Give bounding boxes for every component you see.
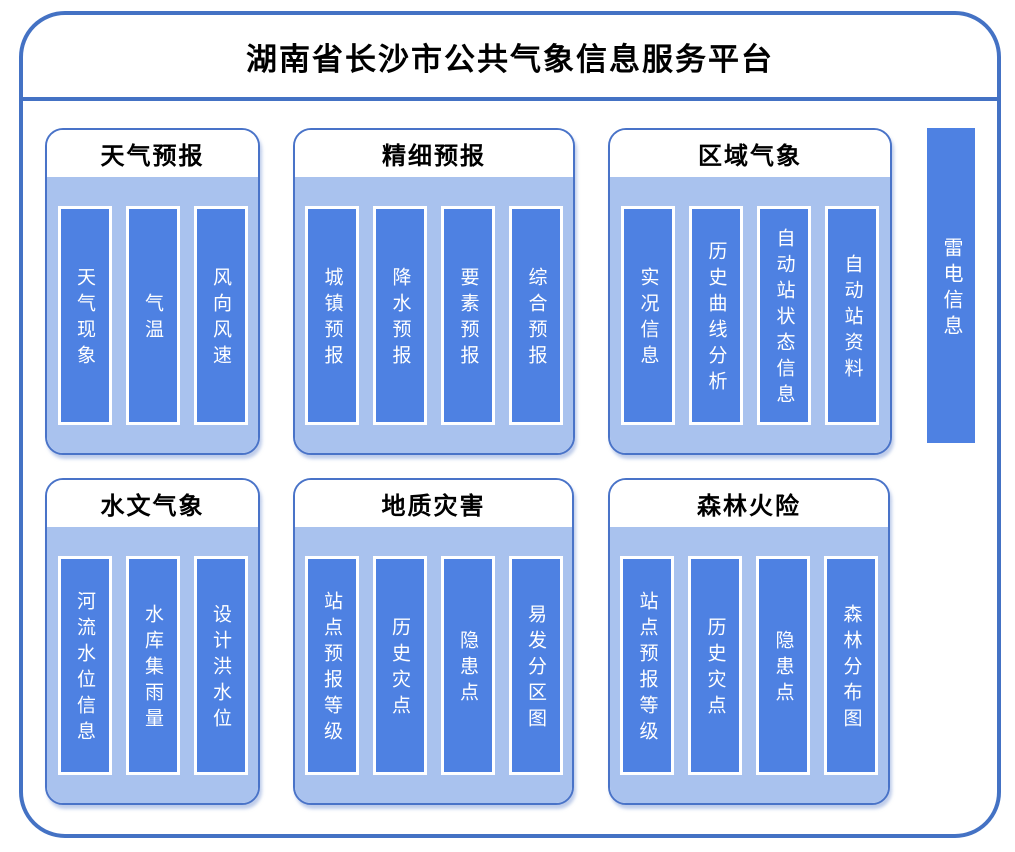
item-bar: 水库集雨量 xyxy=(125,555,180,775)
item-bar-label: 易发分区图 xyxy=(525,603,546,734)
item-bar-label: 综合预报 xyxy=(525,266,547,371)
item-bar: 气温 xyxy=(125,205,180,425)
item-bar: 历史灾点 xyxy=(688,555,742,775)
item-bar: 要素预报 xyxy=(441,205,495,425)
group-title: 水文气象 xyxy=(47,480,258,527)
group-body: 天气现象 气温 风向风速 xyxy=(47,177,258,453)
item-bar: 历史灾点 xyxy=(372,555,427,775)
item-bar-label: 森林分布图 xyxy=(840,603,862,734)
item-bar: 降水预报 xyxy=(373,205,427,425)
item-bar: 隐患点 xyxy=(756,555,810,775)
item-bar-label: 实况信息 xyxy=(637,266,659,371)
group-title: 地质灾害 xyxy=(295,480,572,527)
group-body: 站点预报等级 历史灾点 隐患点 易发分区图 xyxy=(295,527,572,803)
item-bar-label: 站点预报等级 xyxy=(321,590,342,747)
page-title: 湖南省长沙市公共气象信息服务平台 xyxy=(246,41,774,77)
item-bar-label: 隐患点 xyxy=(457,629,478,708)
lightning-info-label: 雷电信息 xyxy=(940,236,962,341)
item-bar: 自动站资料 xyxy=(825,205,879,425)
group-body: 城镇预报 降水预报 要素预报 综合预报 xyxy=(295,177,573,453)
item-bar-label: 降水预报 xyxy=(389,266,411,371)
item-bar: 综合预报 xyxy=(509,205,563,425)
group-fine-forecast: 精细预报 城镇预报 降水预报 要素预报 综合预报 xyxy=(293,128,575,455)
item-bar: 站点预报等级 xyxy=(620,555,674,775)
item-bar-label: 天气现象 xyxy=(74,266,95,371)
group-title: 天气预报 xyxy=(47,130,258,177)
item-bar: 城镇预报 xyxy=(305,205,359,425)
item-bar: 易发分区图 xyxy=(508,555,563,775)
item-bar-label: 历史灾点 xyxy=(389,616,410,721)
group-hydro-meteorology: 水文气象 河流水位信息 水库集雨量 设计洪水位 xyxy=(45,478,260,805)
group-geological-disaster: 地质灾害 站点预报等级 历史灾点 隐患点 易发分区图 xyxy=(293,478,574,805)
item-bar-label: 隐患点 xyxy=(772,629,794,708)
item-bar: 站点预报等级 xyxy=(304,555,359,775)
title-band: 湖南省长沙市公共气象信息服务平台 xyxy=(23,15,997,101)
item-bar-label: 站点预报等级 xyxy=(636,590,658,747)
group-title: 区域气象 xyxy=(610,130,890,177)
item-bar: 历史曲线分析 xyxy=(689,205,743,425)
item-bar: 河流水位信息 xyxy=(57,555,112,775)
item-bar-label: 气温 xyxy=(142,292,163,345)
item-bar-label: 设计洪水位 xyxy=(210,603,231,734)
group-body: 站点预报等级 历史灾点 隐患点 森林分布图 xyxy=(610,527,888,803)
item-bar: 隐患点 xyxy=(440,555,495,775)
item-bar-label: 历史灾点 xyxy=(704,616,726,721)
item-bar-label: 自动站状态信息 xyxy=(773,227,795,410)
item-bar: 风向风速 xyxy=(193,205,248,425)
item-bar-label: 河流水位信息 xyxy=(74,590,95,747)
lightning-info-bar: 雷电信息 xyxy=(927,128,975,443)
group-title: 精细预报 xyxy=(295,130,573,177)
item-bar-label: 风向风速 xyxy=(210,266,231,371)
item-bar: 森林分布图 xyxy=(824,555,878,775)
item-bar-label: 城镇预报 xyxy=(321,266,343,371)
item-bar: 实况信息 xyxy=(621,205,675,425)
group-body: 河流水位信息 水库集雨量 设计洪水位 xyxy=(47,527,258,803)
group-title: 森林火险 xyxy=(610,480,888,527)
item-bar-label: 历史曲线分析 xyxy=(705,240,727,397)
item-bar: 自动站状态信息 xyxy=(757,205,811,425)
item-bar: 设计洪水位 xyxy=(193,555,248,775)
group-forest-fire: 森林火险 站点预报等级 历史灾点 隐患点 森林分布图 xyxy=(608,478,890,805)
group-regional-meteorology: 区域气象 实况信息 历史曲线分析 自动站状态信息 自动站资料 xyxy=(608,128,892,455)
item-bar-label: 要素预报 xyxy=(457,266,479,371)
item-bar-label: 水库集雨量 xyxy=(142,603,163,734)
group-weather-forecast: 天气预报 天气现象 气温 风向风速 xyxy=(45,128,260,455)
group-body: 实况信息 历史曲线分析 自动站状态信息 自动站资料 xyxy=(610,177,890,453)
item-bar-label: 自动站资料 xyxy=(841,253,863,384)
item-bar: 天气现象 xyxy=(57,205,112,425)
